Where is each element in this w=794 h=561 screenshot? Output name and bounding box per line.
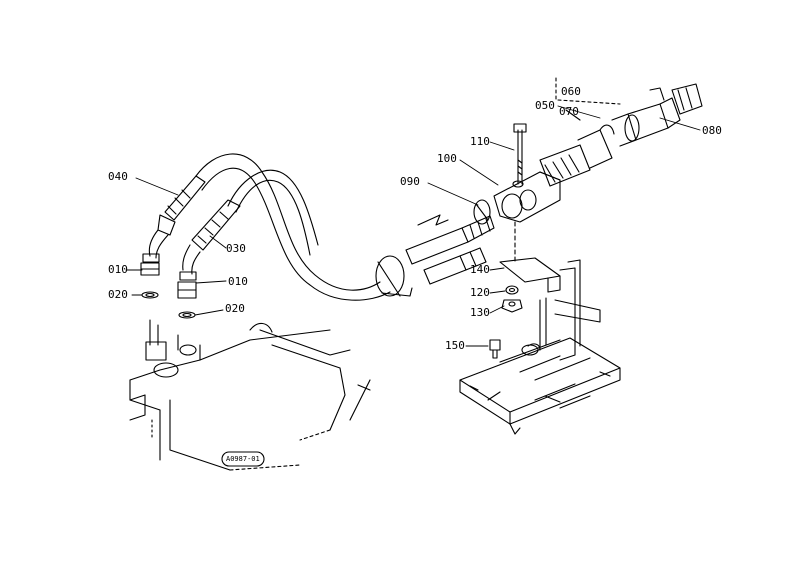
label-020-left: 020: [108, 288, 128, 301]
label-080: 080: [702, 124, 722, 137]
nut-washer: [501, 285, 523, 313]
valve-housing: [129, 319, 371, 471]
label-150: 150: [445, 339, 465, 352]
fittings-090: [405, 199, 495, 285]
base-plate: [459, 337, 621, 435]
hose-030: [177, 199, 241, 319]
leader-lines: [125, 105, 701, 347]
drawing-code-frame: [221, 451, 265, 467]
bracket-140: [499, 257, 601, 361]
hose-clamp: [375, 255, 413, 297]
switch-assembly: [539, 77, 703, 187]
label-090: 090: [400, 175, 420, 188]
label-040: 040: [108, 170, 128, 183]
label-140: 140: [470, 263, 490, 276]
label-120: 120: [470, 286, 490, 299]
label-030: 030: [226, 242, 246, 255]
label-100: 100: [437, 152, 457, 165]
label-010-right: 010: [228, 275, 248, 288]
label-010-left: 010: [108, 263, 128, 276]
label-130: 130: [470, 306, 490, 319]
bolt-150: [489, 339, 501, 359]
label-070: 070: [559, 105, 579, 118]
label-050: 050: [535, 99, 555, 112]
drawing-code: A0987-01: [226, 455, 260, 463]
main-hose: [195, 153, 391, 301]
label-110: 110: [470, 135, 490, 148]
block-100: [493, 123, 561, 263]
hose-040: [140, 175, 206, 299]
label-060: 060: [561, 85, 581, 98]
label-020-right: 020: [225, 302, 245, 315]
